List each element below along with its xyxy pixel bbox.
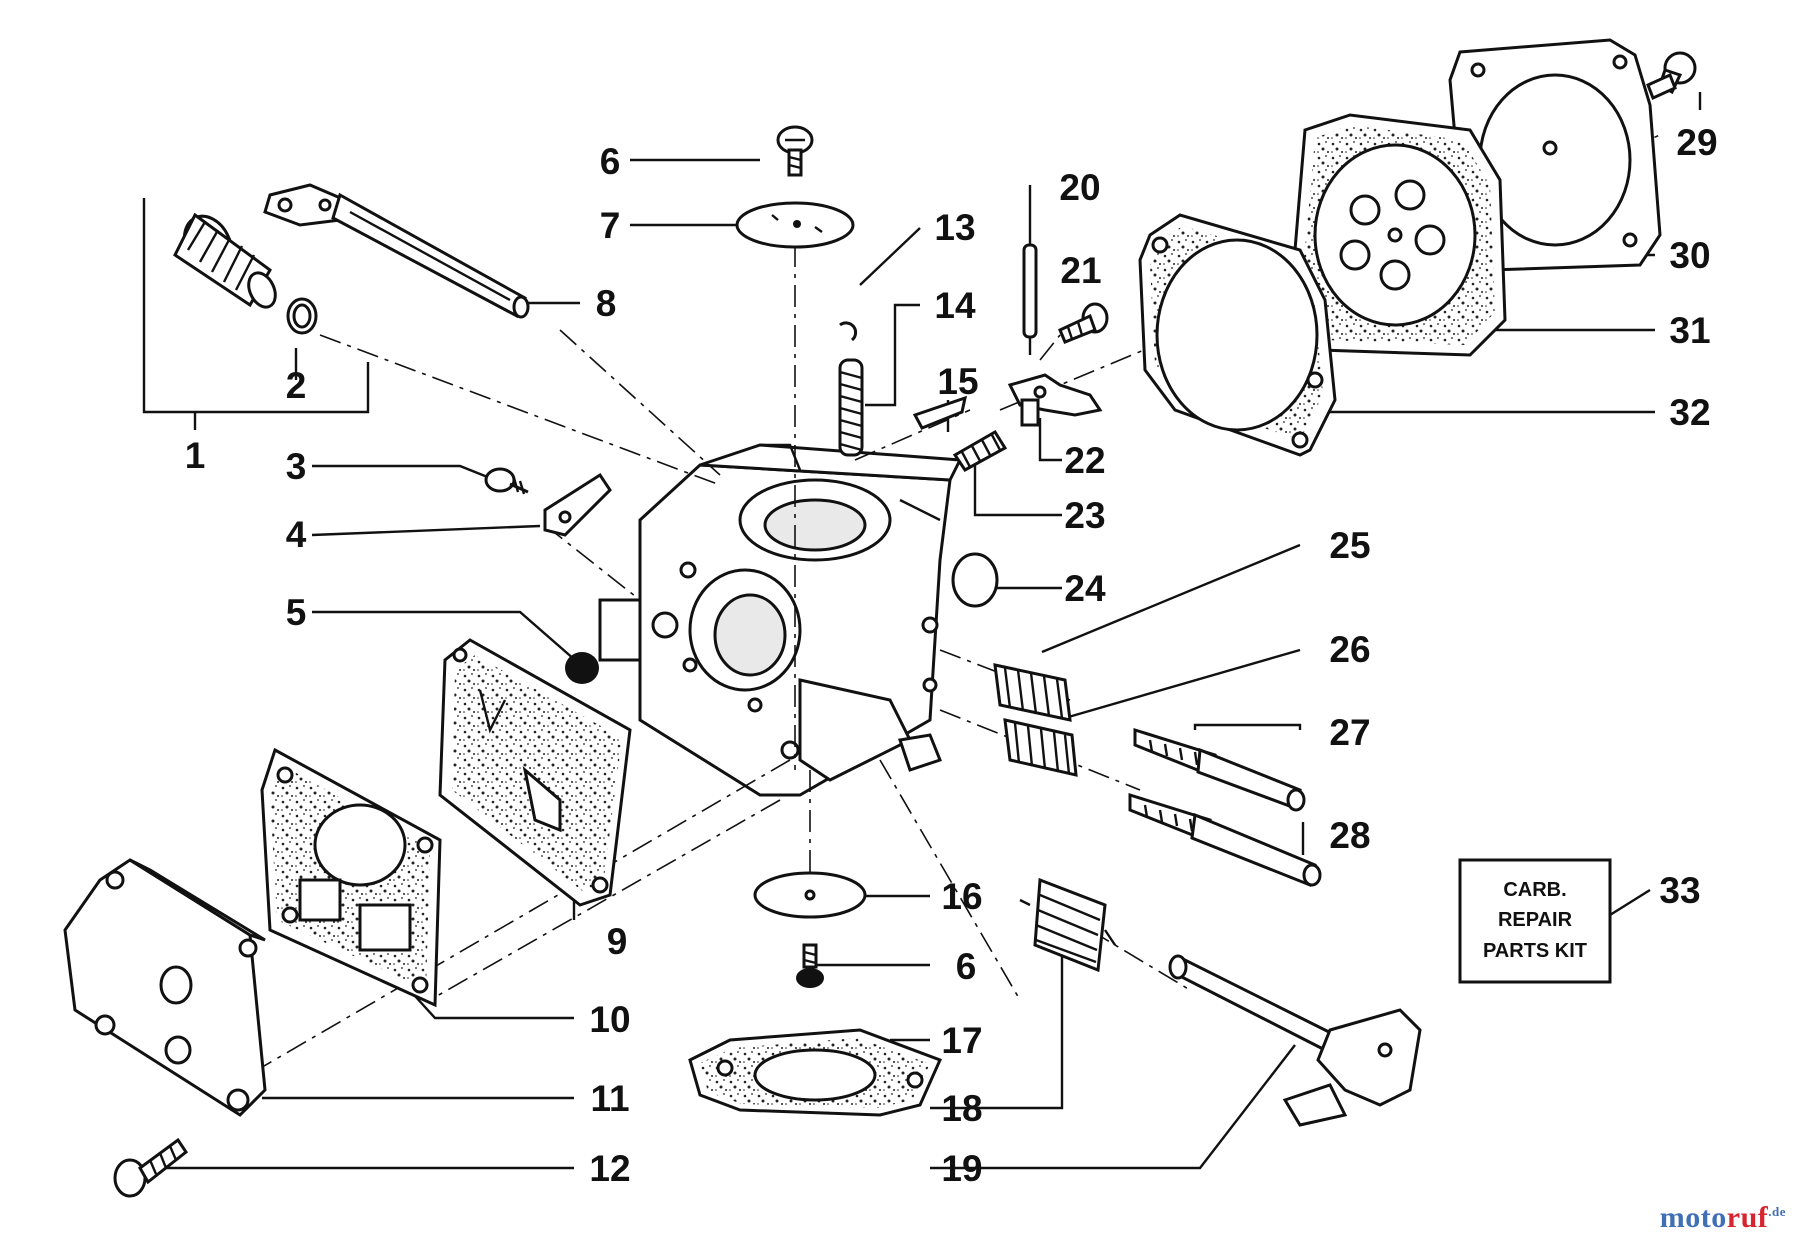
callout-17: 17 <box>941 1020 982 1061</box>
part-welch-plug <box>951 552 999 608</box>
callout-22: 22 <box>1064 440 1105 481</box>
part-high-speed-needle <box>1133 727 1306 812</box>
callout-6-bottom: 6 <box>956 946 977 987</box>
part-flange-gasket <box>688 1028 943 1117</box>
part-screw-6-bottom <box>796 943 824 988</box>
callout-15: 15 <box>937 361 978 402</box>
part-lever-pin <box>1022 243 1038 339</box>
part-gasket <box>260 747 442 1008</box>
part-plug <box>565 652 599 684</box>
callout-16: 16 <box>941 876 982 917</box>
part-washer <box>753 871 867 919</box>
parts <box>63 38 1697 1198</box>
callout-30: 30 <box>1669 235 1710 276</box>
part-cover-screw <box>113 1137 189 1198</box>
callout-31: 31 <box>1669 310 1710 351</box>
part-cover <box>63 858 267 1117</box>
callout-27: 27 <box>1329 712 1370 753</box>
callout-18: 18 <box>941 1088 982 1129</box>
part-bracket <box>543 472 612 537</box>
watermark-suffix: .de <box>1768 1204 1786 1219</box>
carburetor-body <box>598 443 963 797</box>
part-repair-kit-box <box>1458 858 1612 984</box>
watermark-brand-a: moto <box>1659 1201 1727 1234</box>
callout-26: 26 <box>1329 629 1370 670</box>
repair-kit-label: CARB. REPAIR PARTS KIT <box>1483 879 1587 962</box>
callout-19: 19 <box>941 1148 982 1189</box>
callout-21: 21 <box>1060 250 1101 291</box>
callout-32: 32 <box>1669 392 1710 433</box>
part-inlet-needle <box>912 395 968 430</box>
callout-1: 1 <box>185 435 206 476</box>
part-lever-spring <box>952 429 1008 472</box>
callout-5: 5 <box>286 592 307 633</box>
callout-20: 20 <box>1059 167 1100 208</box>
callout-3: 3 <box>286 446 307 487</box>
callout-25: 25 <box>1329 525 1370 566</box>
part-throttle-spring <box>1019 877 1116 973</box>
callout-4: 4 <box>286 514 307 555</box>
part-low-speed-needle <box>1128 792 1322 888</box>
callout-33: 33 <box>1659 870 1700 911</box>
callout-28: 28 <box>1329 815 1370 856</box>
callout-11: 11 <box>590 1078 629 1119</box>
callout-7: 7 <box>600 205 621 246</box>
callout-6-top: 6 <box>600 141 621 182</box>
callout-8: 8 <box>596 283 617 324</box>
callout-23: 23 <box>1064 495 1105 536</box>
callout-13: 13 <box>934 207 975 248</box>
part-metering-lever <box>1007 373 1103 427</box>
kit-line-2: REPAIR <box>1498 909 1573 931</box>
part-pump-gasket <box>1138 213 1337 457</box>
watermark-brand-b: ruf <box>1726 1201 1769 1234</box>
part-screw-6-top <box>776 125 814 177</box>
part-pump-diaphragm <box>1288 113 1507 357</box>
part-needle-spring <box>838 358 864 457</box>
kit-line-3: PARTS KIT <box>1483 940 1587 962</box>
part-choke-shaft <box>1168 954 1422 1127</box>
callout-12: 12 <box>589 1148 630 1189</box>
kit-line-1: CARB. <box>1503 879 1566 901</box>
callout-14: 14 <box>934 285 976 326</box>
callout-labels: 1 2 3 4 5 6 7 8 9 10 11 12 13 14 15 16 6… <box>185 122 1718 1189</box>
part-diaphragm-plate <box>438 638 632 907</box>
part-spring-screw <box>173 212 277 309</box>
callout-2: 2 <box>286 365 307 406</box>
part-screw-3 <box>484 467 529 495</box>
part-needle-spring-26 <box>1003 718 1078 777</box>
callout-10: 10 <box>589 999 630 1040</box>
watermark-logo: motoruf.de <box>1660 1201 1786 1235</box>
part-clip <box>839 321 858 342</box>
part-needle-spring-25 <box>993 663 1072 722</box>
callout-9: 9 <box>607 921 628 962</box>
part-throttle-shaft <box>263 183 530 319</box>
part-screw-29 <box>1646 51 1697 101</box>
callout-29: 29 <box>1676 122 1717 163</box>
part-throttle-disc <box>735 201 855 249</box>
callout-24: 24 <box>1064 568 1106 609</box>
part-screw-21 <box>1058 302 1109 344</box>
